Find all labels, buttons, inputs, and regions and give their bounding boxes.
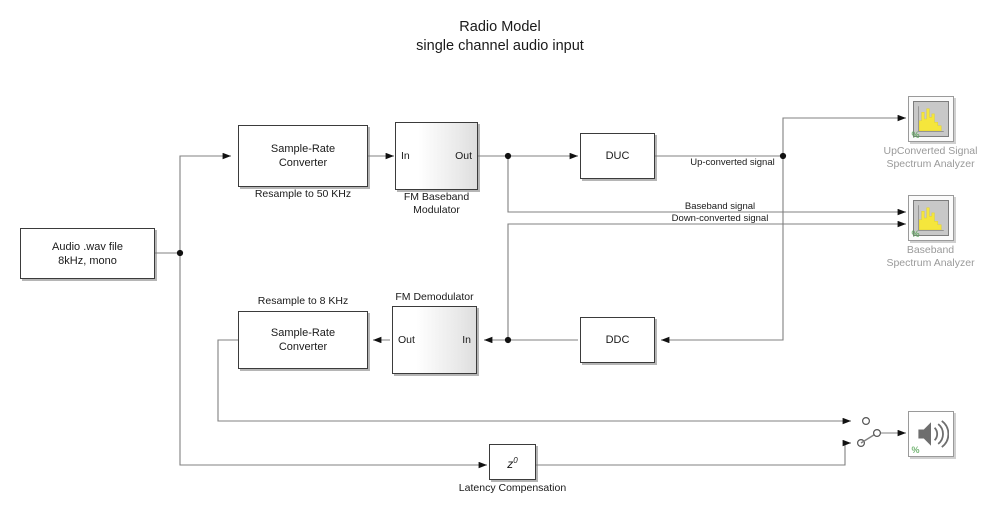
audio-device-badge: % (911, 445, 920, 455)
baseband-spectrum-analyzer-caption: Baseband Spectrum Analyzer (886, 244, 975, 269)
fm-demodulator-out-port: Out (398, 334, 415, 346)
diagram-title: Radio Model single channel audio input (0, 18, 1000, 56)
sample-rate-converter-up-block[interactable]: Sample-Rate Converter (238, 125, 368, 187)
spectrum-analyzer-icon (913, 101, 949, 137)
fm-demodulator-block[interactable]: Out In (392, 306, 477, 374)
sample-rate-converter-up-label: Sample-Rate Converter (270, 143, 336, 169)
manual-switch-graphic (856, 417, 881, 448)
latency-compensation-caption: Latency Compensation (458, 482, 567, 494)
latency-compensation-block[interactable]: z0 (489, 444, 536, 480)
upconverted-scope-badge: % (911, 130, 920, 140)
fm-baseband-modulator-caption: FM Baseband Modulator (403, 191, 470, 216)
diagram-title-line2: single channel audio input (416, 38, 584, 54)
duc-label: DUC (605, 150, 630, 162)
latency-z-symbol: z (507, 456, 514, 471)
baseband-spectrum-analyzer-block[interactable]: % (908, 195, 954, 241)
fm-demodulator-in-port: In (462, 334, 471, 346)
upconverted-spectrum-analyzer-block[interactable]: % (908, 96, 954, 142)
sample-rate-converter-down-label: Sample-Rate Converter (270, 327, 336, 353)
duc-block[interactable]: DUC (580, 133, 655, 179)
latency-compensation-label: z0 (507, 454, 517, 471)
upconverted-spectrum-analyzer-caption: UpConverted Signal Spectrum Analyzer (883, 145, 978, 170)
audio-device-block[interactable]: % (908, 411, 954, 457)
diagram-title-line1: Radio Model (459, 19, 541, 35)
fm-modulator-in-port: In (401, 150, 410, 162)
sample-rate-converter-up-caption: Resample to 50 KHz (254, 188, 352, 200)
latency-exponent: 0 (513, 455, 518, 465)
signal-junctions (176, 152, 787, 344)
baseband-scope-badge: % (911, 229, 920, 239)
speaker-icon (913, 416, 950, 452)
signal-label-baseband: Baseband signal (684, 201, 756, 212)
fm-modulator-out-port: Out (455, 150, 472, 162)
signal-label-downconverted: Down-converted signal (671, 213, 769, 224)
sample-rate-converter-down-block[interactable]: Sample-Rate Converter (238, 311, 368, 369)
sample-rate-converter-down-caption: Resample to 8 KHz (257, 295, 349, 307)
signal-label-upconverted: Up-converted signal (690, 157, 775, 168)
fm-demodulator-caption: FM Demodulator (395, 291, 474, 303)
manual-switch[interactable] (852, 412, 886, 454)
ddc-label: DDC (605, 334, 630, 346)
audio-source-block[interactable]: Audio .wav file 8kHz, mono (20, 228, 155, 279)
ddc-block[interactable]: DDC (580, 317, 655, 363)
fm-baseband-modulator-block[interactable]: In Out (395, 122, 478, 190)
spectrum-analyzer-icon (913, 200, 949, 236)
audio-source-label: Audio .wav file 8kHz, mono (52, 240, 123, 267)
